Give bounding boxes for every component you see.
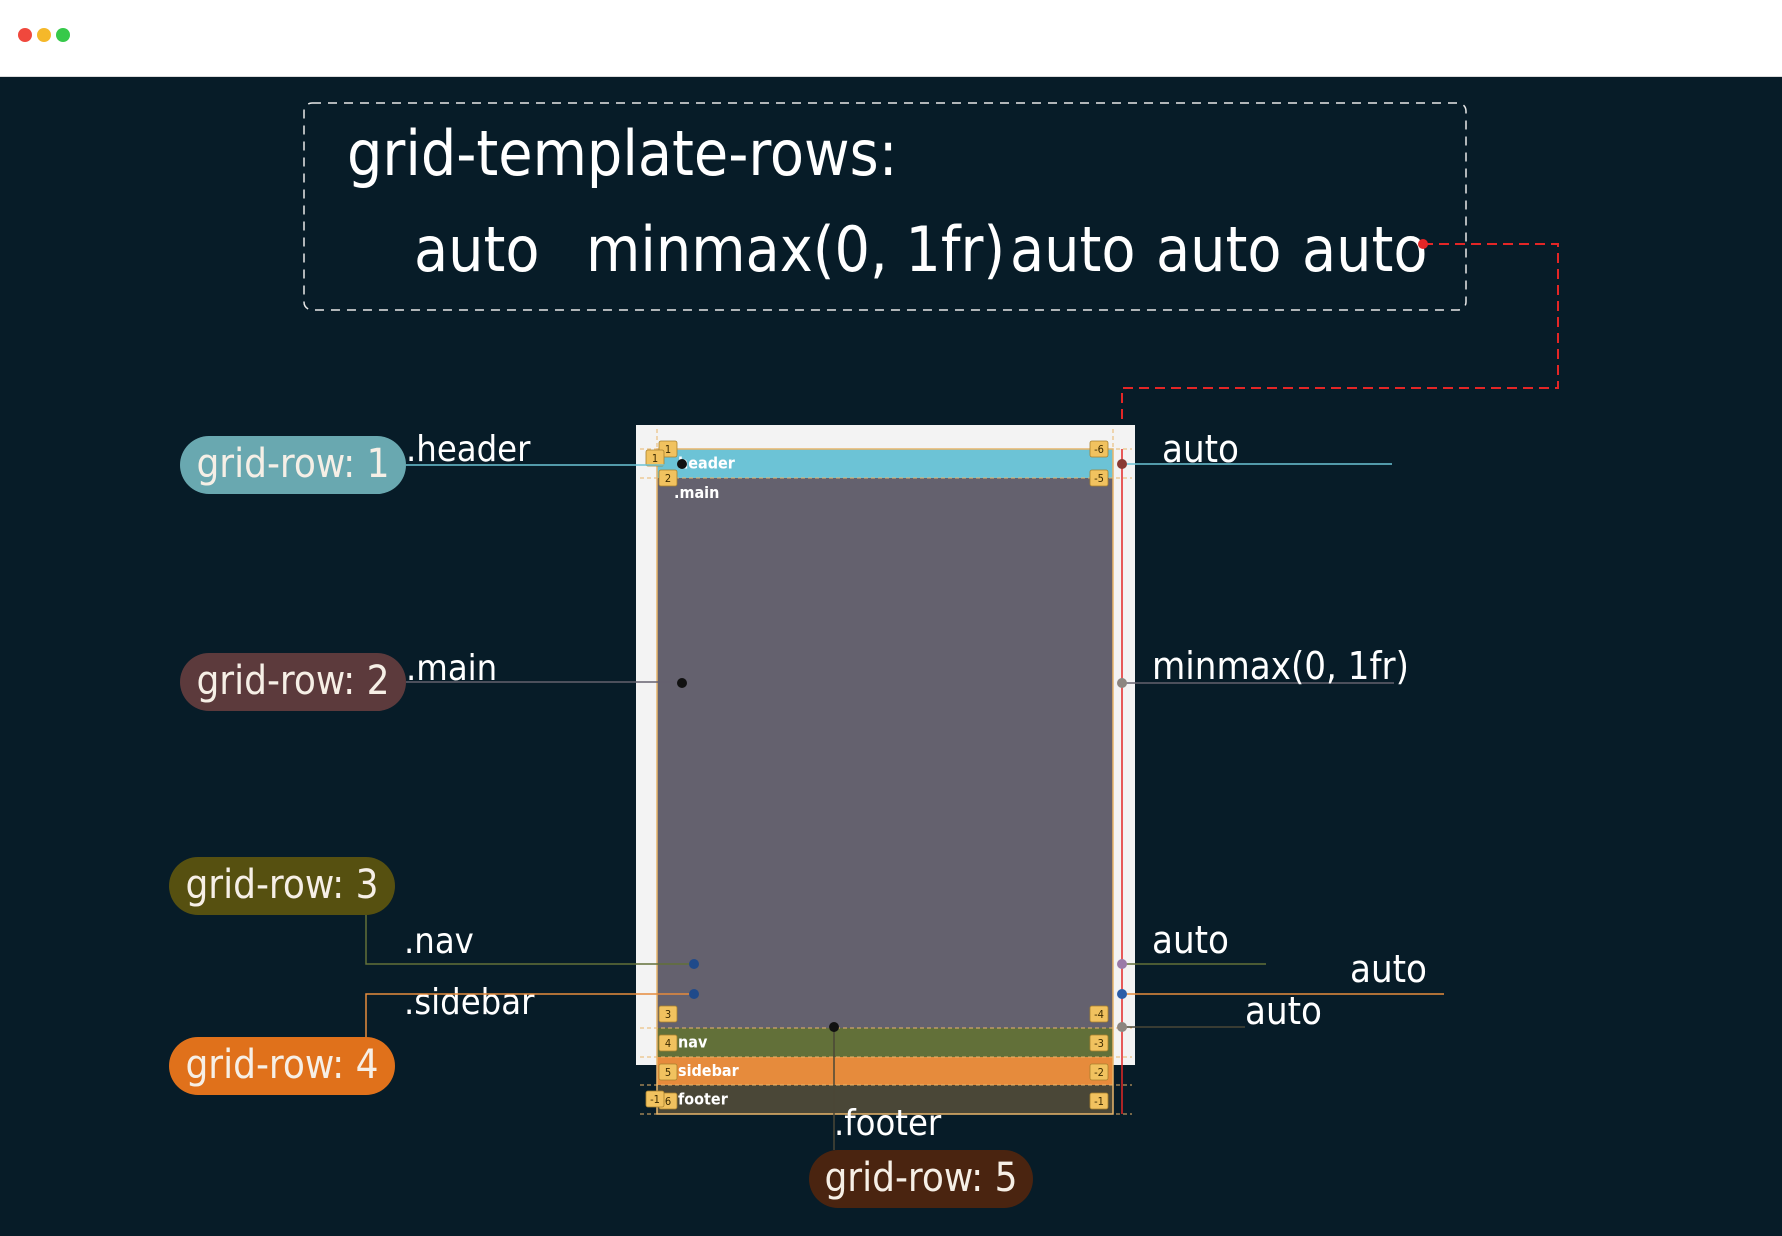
line-number-badge (658, 1005, 678, 1023)
line-number-text: -1 (1094, 1095, 1104, 1108)
grid-row-pill-2 (180, 653, 406, 711)
track-dot (1117, 1022, 1127, 1032)
class-label: .footer (834, 1103, 942, 1144)
code-track-1: auto (414, 213, 540, 286)
track-dot (1117, 678, 1127, 688)
track-dot (1117, 959, 1127, 969)
grid-row-5 (657, 1085, 1113, 1114)
code-box (303, 102, 1467, 311)
window-titlebar (0, 0, 1782, 77)
line-number-text: 1 (652, 452, 658, 465)
line-number-badge (645, 449, 665, 467)
line-number-text: 2 (665, 472, 671, 485)
grid-row-2 (657, 478, 1113, 1028)
grid-row-pill-label: grid-row: 4 (185, 1042, 378, 1088)
code-property: grid-template-rows: (347, 117, 898, 190)
line-number-badge (1089, 469, 1109, 487)
grid-cell-label: nav (678, 1033, 708, 1052)
line-number-text: -4 (1094, 1008, 1104, 1021)
track-size-label: auto (1162, 427, 1239, 471)
track-size-label: auto (1350, 947, 1427, 991)
line-number-badge (645, 1090, 665, 1108)
line-number-text: 5 (665, 1066, 671, 1079)
line-number-badge (1089, 1092, 1109, 1110)
code-track-5: auto (1302, 213, 1428, 286)
line-number-badge (658, 1034, 678, 1052)
grid-row-pill-label: grid-row: 3 (185, 862, 378, 908)
row-anchor-dot (689, 959, 699, 969)
grid-cell-label: .main (674, 483, 719, 502)
line-number-badge (658, 1063, 678, 1081)
row-anchor-dot (677, 678, 687, 688)
line-number-text: -6 (1094, 443, 1104, 456)
track-size-label: auto (1152, 918, 1229, 962)
row-connector (365, 915, 694, 965)
grid-row-1 (657, 449, 1113, 478)
grid-row-pill-5 (809, 1150, 1033, 1208)
track-dot (1117, 459, 1127, 469)
grid-row-pill-label: grid-row: 2 (196, 658, 389, 704)
grid-diagram: grid-template-rows: auto minmax(0, 1fr) … (169, 102, 1559, 1208)
grid-row-pill-label: grid-row: 1 (196, 441, 389, 487)
code-track-4: auto (1156, 213, 1282, 286)
track-size-label: auto (1245, 989, 1322, 1033)
connector-arrow (1121, 243, 1559, 444)
grid-row-pill-3 (169, 857, 395, 915)
minimize-button[interactable] (37, 28, 51, 42)
line-number-text: 4 (665, 1037, 671, 1050)
row-connector (365, 993, 694, 1037)
grid-row-pill-4 (169, 1037, 395, 1095)
close-button[interactable] (18, 28, 32, 42)
code-track-3: auto (1010, 213, 1136, 286)
line-number-badge (1089, 440, 1109, 458)
grid-cell-label: header (678, 454, 736, 473)
line-number-badge (1089, 1063, 1109, 1081)
code-track-2: minmax(0, 1fr) (586, 213, 1005, 286)
line-number-text: 1 (665, 443, 671, 456)
line-number-text: 6 (665, 1095, 671, 1108)
line-number-text: 3 (665, 1008, 671, 1021)
line-number-text: -2 (1094, 1066, 1104, 1079)
track-dot (1117, 989, 1127, 999)
row-anchor-dot (689, 989, 699, 999)
class-label: .header (406, 429, 531, 470)
grid-cell-label: footer (678, 1090, 729, 1109)
line-number-badge (658, 469, 678, 487)
line-number-badge (1089, 1034, 1109, 1052)
row-anchor-dot (677, 459, 687, 469)
line-number-badge (1089, 1005, 1109, 1023)
connector-start-dot (1418, 239, 1428, 249)
track-size-label: minmax(0, 1fr) (1152, 644, 1409, 688)
grid-row-4 (657, 1057, 1113, 1085)
class-label: .nav (404, 921, 474, 962)
maximize-button[interactable] (56, 28, 70, 42)
class-label: .sidebar (404, 982, 535, 1023)
row-anchor-dot (829, 1022, 839, 1032)
grid-row-3 (657, 1028, 1113, 1057)
grid-row-pill-1 (180, 436, 406, 494)
class-label: .main (406, 648, 497, 689)
line-number-text: -3 (1094, 1037, 1104, 1050)
grid-row-pill-label: grid-row: 5 (824, 1155, 1017, 1201)
line-number-text: -1 (650, 1093, 660, 1106)
grid-cell-label: sidebar (678, 1061, 740, 1080)
line-number-text: -5 (1094, 472, 1104, 485)
